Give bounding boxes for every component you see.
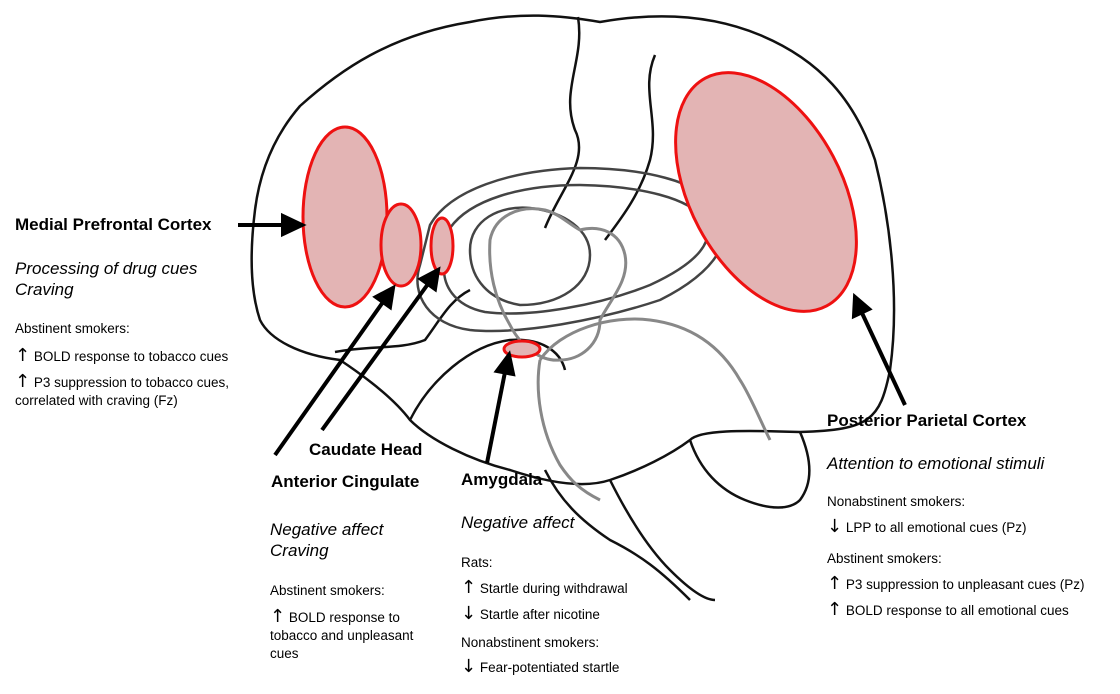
mpfc-finding-2-cont: correlated with craving (Fz) <box>15 392 229 410</box>
temporal-lobe-outline <box>410 340 565 420</box>
amygdala-group-rats: Rats: <box>461 554 628 572</box>
up-arrow-icon: ↑ <box>15 345 30 366</box>
down-arrow-icon: ↓ <box>827 516 842 537</box>
parietal-sulcus <box>605 55 655 240</box>
acc-group-label: Abstinent smokers: <box>270 582 413 600</box>
amygdala-arrowhead <box>497 355 513 374</box>
mpfc-title: Medial Prefrontal Cortex <box>15 215 212 235</box>
ppc-arrow <box>862 313 905 405</box>
amygdala-arrow <box>487 372 505 463</box>
basal-ganglia-outline <box>490 209 626 360</box>
acc-function-2: Craving <box>270 540 383 561</box>
mpfc-group-label: Abstinent smokers: <box>15 320 229 338</box>
up-arrow-icon: ↑ <box>827 599 842 620</box>
cerebellum-outline <box>690 432 809 508</box>
mpfc-region-small <box>381 204 421 286</box>
ppc-group-nonabstinent: Nonabstinent smokers: <box>827 493 1085 511</box>
up-arrow-icon: ↑ <box>461 577 476 598</box>
mpfc-arrowhead <box>283 216 302 234</box>
mpfc-finding-2: ↑ P3 suppression to tobacco cues, <box>15 373 229 392</box>
up-arrow-icon: ↑ <box>270 606 285 627</box>
mpfc-region-large <box>303 127 387 307</box>
acc-finding-1-cont-2: cues <box>270 645 413 663</box>
down-arrow-icon: ↓ <box>461 656 476 677</box>
acc-finding-1-cont-1: tobacco and unpleasant <box>270 627 413 645</box>
mpfc-function-1: Processing of drug cues <box>15 258 197 279</box>
acc-finding-1: ↑ BOLD response to <box>270 608 413 627</box>
acc-function-1: Negative affect <box>270 519 383 540</box>
thalamus-outline <box>470 208 590 305</box>
ppc-arrowhead <box>854 297 869 316</box>
caudate-title: Caudate Head <box>309 440 422 460</box>
caudate-region <box>431 218 453 274</box>
amygdala-function-1: Negative affect <box>461 512 574 533</box>
amygdala-title: Amygdala <box>461 470 542 490</box>
up-arrow-icon: ↑ <box>15 371 30 392</box>
mpfc-function-2: Craving <box>15 279 197 300</box>
ppc-finding-nonabstinent-1: ↓ LPP to all emotional cues (Pz) <box>827 518 1085 537</box>
amygdala-finding-smokers-1: ↓ Fear-potentiated startle <box>461 658 628 677</box>
amygdala-finding-rats-1: ↑ Startle during withdrawal <box>461 579 628 598</box>
central-sulcus <box>545 17 579 228</box>
amygdala-finding-rats-2: ↓ Startle after nicotine <box>461 605 628 624</box>
caudate-arrowhead <box>421 270 438 289</box>
ppc-group-abstinent: Abstinent smokers: <box>827 550 1085 568</box>
acc-arrowhead <box>376 288 393 307</box>
down-arrow-icon: ↓ <box>461 603 476 624</box>
acc-title: Anterior Cingulate <box>271 472 419 492</box>
ppc-function-1: Attention to emotional stimuli <box>827 453 1044 474</box>
mpfc-finding-1: ↑ BOLD response to tobacco cues <box>15 347 229 366</box>
cingulate-ring-inner <box>444 185 708 313</box>
ppc-finding-abstinent-1: ↑ P3 suppression to unpleasant cues (Pz) <box>827 575 1085 594</box>
up-arrow-icon: ↑ <box>827 573 842 594</box>
ppc-finding-abstinent-2: ↑ BOLD response to all emotional cues <box>827 601 1085 620</box>
amygdala-group-nonabstinent: Nonabstinent smokers: <box>461 634 628 652</box>
ppc-title: Posterior Parietal Cortex <box>827 411 1026 431</box>
midbrain-outline <box>538 319 770 500</box>
